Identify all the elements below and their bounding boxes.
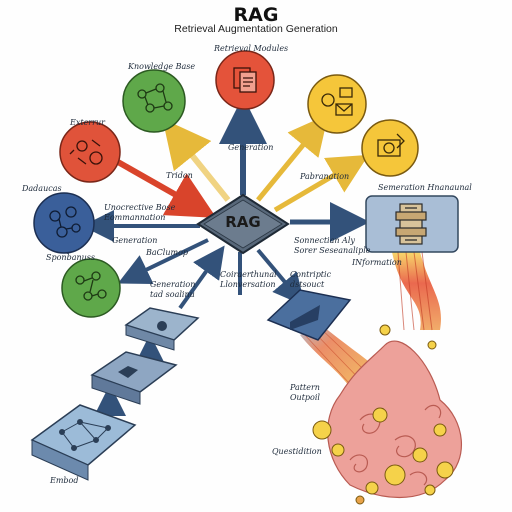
- panel-semantic: [365, 195, 459, 253]
- network-icon: [137, 83, 173, 113]
- label-pattern-output: Pattern Outpoil: [290, 383, 320, 402]
- circle-envelope: [307, 74, 367, 134]
- diagram-subtitle: Retrieval Augmentation Generation: [174, 23, 338, 35]
- circle-retrieval-modules: [215, 50, 275, 110]
- document-icon: [233, 67, 257, 93]
- circle-sentiment: [61, 258, 121, 318]
- label-knowledge-base: Knowledge Base: [128, 62, 196, 71]
- label-connection-layer: Sonnectian Aly Sorer Seseanaliple: [294, 236, 371, 255]
- label-pabrination: Pabranation: [300, 172, 350, 181]
- graph-icon: [75, 271, 107, 301]
- label-question: Questidition: [272, 447, 322, 456]
- envelope-icon: [321, 87, 353, 116]
- label-retrieval-modules: Retrieval Modules: [214, 44, 289, 53]
- label-contextual-conversation: Coiraerthunal Llonversation: [220, 270, 277, 289]
- stack-middle: [90, 351, 178, 405]
- label-contextual-dataset: Contriptic dstsouct: [290, 270, 332, 289]
- circle-camera: [361, 119, 419, 177]
- circle-databases: [33, 192, 95, 254]
- label-connective-base: Unocrective Bose Eommannation: [104, 203, 176, 222]
- label-generation-left: Generation: [112, 236, 158, 245]
- circle-external: [59, 121, 121, 183]
- gear-icon: [69, 139, 103, 165]
- camera-icon: [377, 133, 405, 157]
- label-tridon: Tridon: [166, 171, 193, 180]
- connector-arrows: [82, 96, 370, 416]
- swirl-cloud: [312, 324, 463, 505]
- hub-label: RAG: [225, 213, 261, 231]
- label-generation-top: Generation: [228, 143, 274, 152]
- label-sentiment: Sponbanuss: [46, 253, 95, 262]
- tile-contextual-dataset: [266, 289, 352, 341]
- diagram-title: RAG: [233, 4, 279, 26]
- label-backshop: BaClumop: [146, 248, 189, 257]
- stack-bottom: [30, 404, 137, 481]
- database-icon: [49, 206, 81, 238]
- label-semantic-header: Semeration Hnanaunal: [378, 183, 472, 192]
- rag-hub: [196, 193, 290, 255]
- chip-icon: [395, 203, 427, 245]
- label-information: INformation: [352, 258, 402, 267]
- label-embed: Embod: [50, 476, 79, 485]
- flow-stream-right: [392, 251, 441, 331]
- circle-knowledge-base: [122, 69, 186, 133]
- label-databases: Dadaucas: [22, 184, 62, 193]
- label-generation-tools: Generation tad soalinu: [150, 280, 196, 299]
- stack-top: [124, 307, 200, 351]
- label-external: Exterrur: [70, 118, 105, 127]
